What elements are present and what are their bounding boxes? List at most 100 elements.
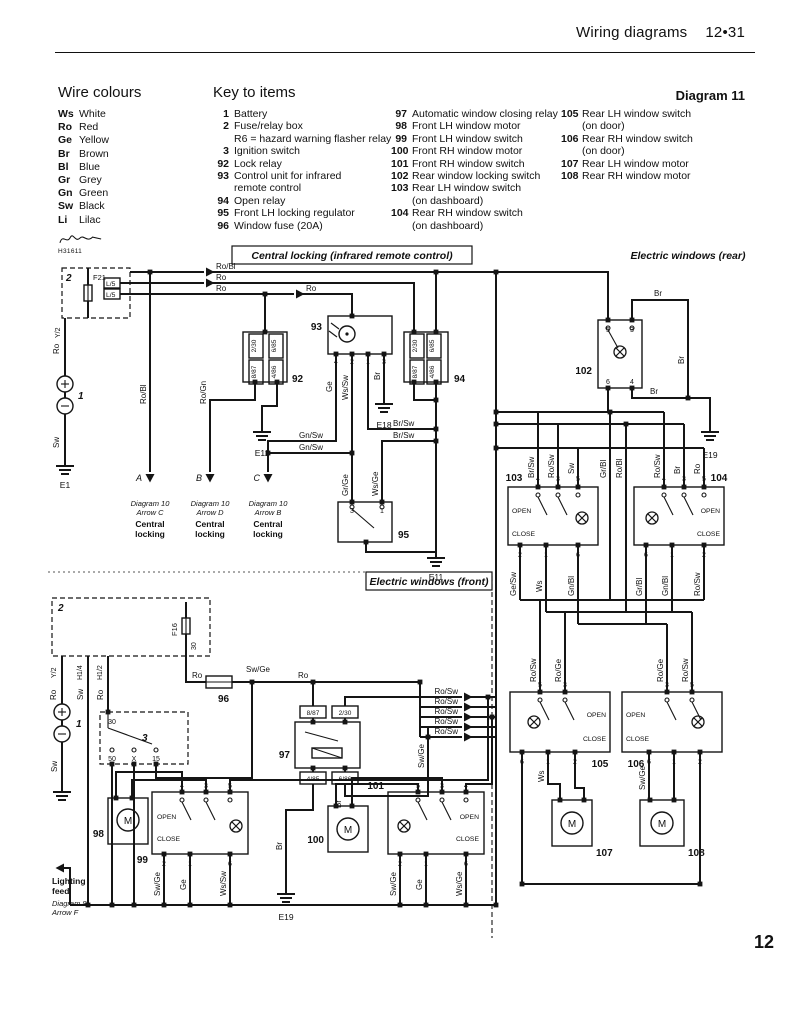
diagram-text: Sw/Ge [389,871,398,896]
lamp-cross [577,513,587,523]
component-box [327,315,393,355]
terminal-pin [543,542,549,548]
symbol-line [663,496,674,516]
key-item-row: (on dashboard) [412,219,484,232]
diagram-text: E11 [255,448,270,458]
terminal-pin [425,734,431,740]
diagram-text: 6 [228,861,232,868]
terminal-pin [607,409,613,415]
motor-symbol [560,811,584,835]
diagram-text: Ro/Sw [434,717,458,726]
diagram-text: Sw [50,761,59,772]
key-title: Key to items [213,84,296,101]
wire [465,717,493,792]
diagram-text: 1 [78,391,84,402]
terminal-pin [545,749,551,755]
contact-pivot [689,697,695,703]
diagram-text: Gr/Bl [599,460,608,478]
diagram-text: 2 [162,861,166,868]
symbol-line [441,801,452,821]
diagram-text: 5 [606,327,610,334]
ir-sensor-dot [345,332,349,336]
diagram-text: Ws/Ge [455,871,464,896]
symbol-line [351,508,375,529]
diagram-text: 4 [334,359,338,366]
terminal-pin [147,269,153,275]
diagram-text: 101 [367,781,384,792]
component-circle-symbol [338,325,356,343]
component-box [299,705,327,719]
terminal-pin [661,484,667,490]
contact-pivot [131,747,137,753]
lamp-symbol [397,819,411,833]
diagram-text: Br [650,387,658,396]
diagram-text: Ro/Ge [554,658,563,682]
diagram-text: Ro/Sw [434,707,458,716]
terminal-pin [629,317,635,323]
contact-pivot [379,504,385,510]
symbol-line [205,801,216,821]
diagram-text: 6 [576,552,580,559]
terminal-pin [397,902,403,908]
diagram-text: Ro/Sw [434,687,458,696]
motor-symbol [650,811,674,835]
diagram-text: 6 [644,552,648,559]
lamp-cross [529,717,539,727]
diagram-text: Electric windows (front) [369,576,489,588]
diagram-text: 2 [702,552,706,559]
diagram-text: 107 [596,848,613,859]
diagram-text: 2 [57,603,64,614]
diagram-text: 99 [137,855,149,866]
wire [212,271,609,320]
diagram-text: 8/87 [307,710,320,717]
component-circle-symbol [53,725,71,743]
lamp-symbol [229,819,243,833]
terminal-pin [433,426,439,432]
diagram-text: Y/2 [51,667,58,678]
diagram-text: Br/Sw [393,419,415,428]
contact-pivot [681,492,687,498]
terminal-pin [605,317,611,323]
diagram-text: 5 [702,476,706,483]
symbol-line [537,496,548,516]
diagram-text: M [568,819,576,830]
terminal-pin [161,902,167,908]
terminal-pin [697,749,703,755]
contact-pivot [575,492,581,498]
diagram-text: 30 [108,719,116,726]
terminal-pin [109,902,115,908]
diagram-text: 96 [218,694,230,705]
diagram-text: Arrow F [51,908,79,917]
header-page-ref: 12•31 [705,24,745,41]
flow-arrow-icon [464,732,473,742]
terminal-pin [433,379,439,385]
terminal-pin [572,749,578,755]
symbol-line [417,801,428,821]
diagram-text: Central locking (infrared remote control… [251,250,453,262]
lamp-symbol [691,715,705,729]
component-box [639,799,685,847]
contact-pivot [562,697,568,703]
diagram-text: 1 [672,759,676,766]
diagram-text: 4 [630,379,634,386]
section-title-box [365,571,493,591]
diagram-text: 4/86 [271,365,278,378]
contact-pivot [463,797,469,803]
diagram-text: Sw/Ge [246,665,271,674]
component-circle-symbol [56,375,74,393]
component-box [103,288,121,300]
diagram-text: Ge [325,381,334,392]
terminal-pin [605,385,611,391]
diagram-text: Ro/Sw [529,658,538,682]
flow-arrow-icon [206,278,215,288]
terminal-pin [643,542,649,548]
component-box [327,805,369,853]
